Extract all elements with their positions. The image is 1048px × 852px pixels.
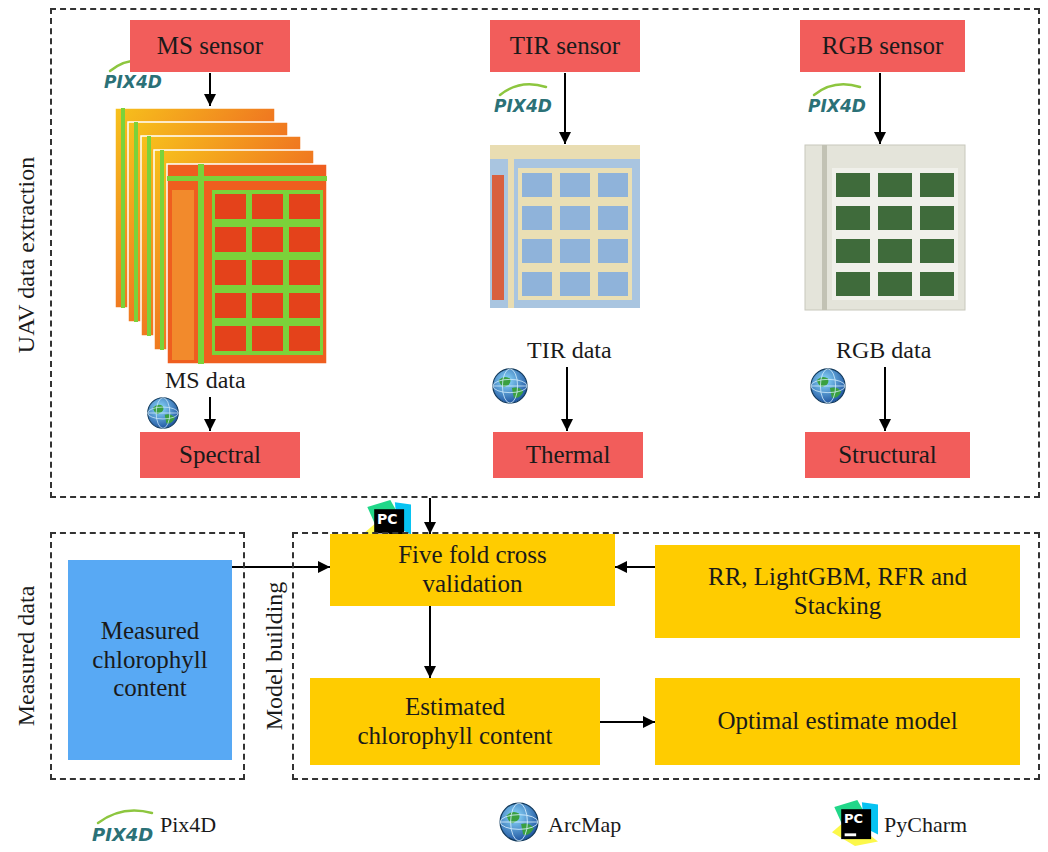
- feature-box: Structural: [805, 432, 970, 478]
- flow-arrows: [210, 73, 885, 431]
- logo-text: PC: [377, 512, 398, 526]
- rgb-image: [805, 145, 965, 310]
- legend-label: PyCharm: [884, 812, 967, 837]
- region-label: Model building: [261, 580, 287, 733]
- sensor-box: MS sensor: [130, 20, 290, 72]
- flow-arrow: [615, 566, 655, 568]
- data-box: Measured chlorophyll content: [68, 560, 232, 760]
- logo-text: PIX4D: [494, 98, 552, 115]
- box-label: Thermal: [526, 441, 611, 470]
- flow-arrow: [429, 498, 431, 534]
- logo-text: PC: [844, 812, 863, 825]
- legend-item: ArcMap: [548, 814, 621, 836]
- box-label: MS sensor: [157, 32, 263, 61]
- box-label: Estimated chlorophyll content: [345, 693, 565, 751]
- data-label: MS data: [165, 367, 246, 393]
- dashed-region: Measured dataMeasured chlorophyll conten…: [50, 532, 245, 780]
- logo-text: PIX4D: [92, 826, 153, 844]
- box-label: TIR sensor: [510, 32, 620, 61]
- logo-text: PIX4D: [494, 96, 552, 116]
- data-label: TIR data: [527, 338, 612, 362]
- logo-text: PC: [844, 811, 863, 826]
- flow-arrow: [879, 73, 881, 144]
- tir-image: [490, 145, 640, 308]
- legend-item: PyCharm: [884, 814, 967, 836]
- logo-text: PIX4D: [808, 96, 866, 116]
- box-label: Structural: [838, 441, 937, 470]
- data-label: RGB data: [836, 337, 931, 363]
- box-label: Five fold cross validation: [380, 541, 565, 599]
- legend-item: Pix4D: [160, 814, 216, 836]
- box-label: Measured chlorophyll content: [76, 617, 224, 703]
- process-box: Optimal estimate model: [655, 678, 1020, 765]
- flow-arrow: [566, 367, 568, 431]
- box-label: RGB sensor: [822, 32, 944, 61]
- legend-label: Pix4D: [160, 812, 216, 837]
- region-label: UAV data extraction: [13, 155, 39, 355]
- sensor-box: TIR sensor: [490, 20, 640, 72]
- flow-arrow: [429, 606, 431, 678]
- logo-text: PIX4D: [808, 98, 866, 115]
- process-box: RR, LightGBM, RFR and Stacking: [655, 545, 1020, 638]
- feature-box: Thermal: [493, 432, 643, 478]
- box-label: Spectral: [179, 441, 261, 470]
- dashed-region: UAV data extractionMS sensorTIR sensorRG…: [50, 8, 1040, 498]
- process-box: Five fold cross validation: [330, 534, 615, 606]
- region-label: Measured data: [13, 584, 39, 729]
- flow-arrow: [232, 566, 330, 568]
- legend-label: ArcMap: [548, 812, 621, 837]
- data-label: RGB data: [836, 338, 931, 362]
- sensor-box: RGB sensor: [800, 20, 965, 72]
- flow-arrow: [884, 367, 886, 431]
- flow-arrow: [600, 721, 655, 723]
- data-label: TIR data: [527, 337, 612, 363]
- process-box: Estimated chlorophyll content: [310, 678, 600, 765]
- box-label: RR, LightGBM, RFR and Stacking: [685, 563, 990, 621]
- logo-text: PIX4D: [104, 74, 162, 91]
- logo-text: PIX4D: [104, 72, 162, 92]
- feature-box: Spectral: [140, 432, 300, 478]
- flow-arrow: [209, 397, 211, 431]
- data-label: MS data: [165, 368, 246, 392]
- ms-image-stack: [115, 108, 327, 364]
- box-label: Optimal estimate model: [717, 707, 957, 736]
- logo-text: PIX4D: [92, 824, 153, 845]
- flow-arrow: [564, 73, 566, 144]
- logo-text: PC: [377, 511, 398, 527]
- flow-arrow: [209, 73, 211, 106]
- dashed-region: Model buildingFive fold cross validation…: [292, 532, 1040, 780]
